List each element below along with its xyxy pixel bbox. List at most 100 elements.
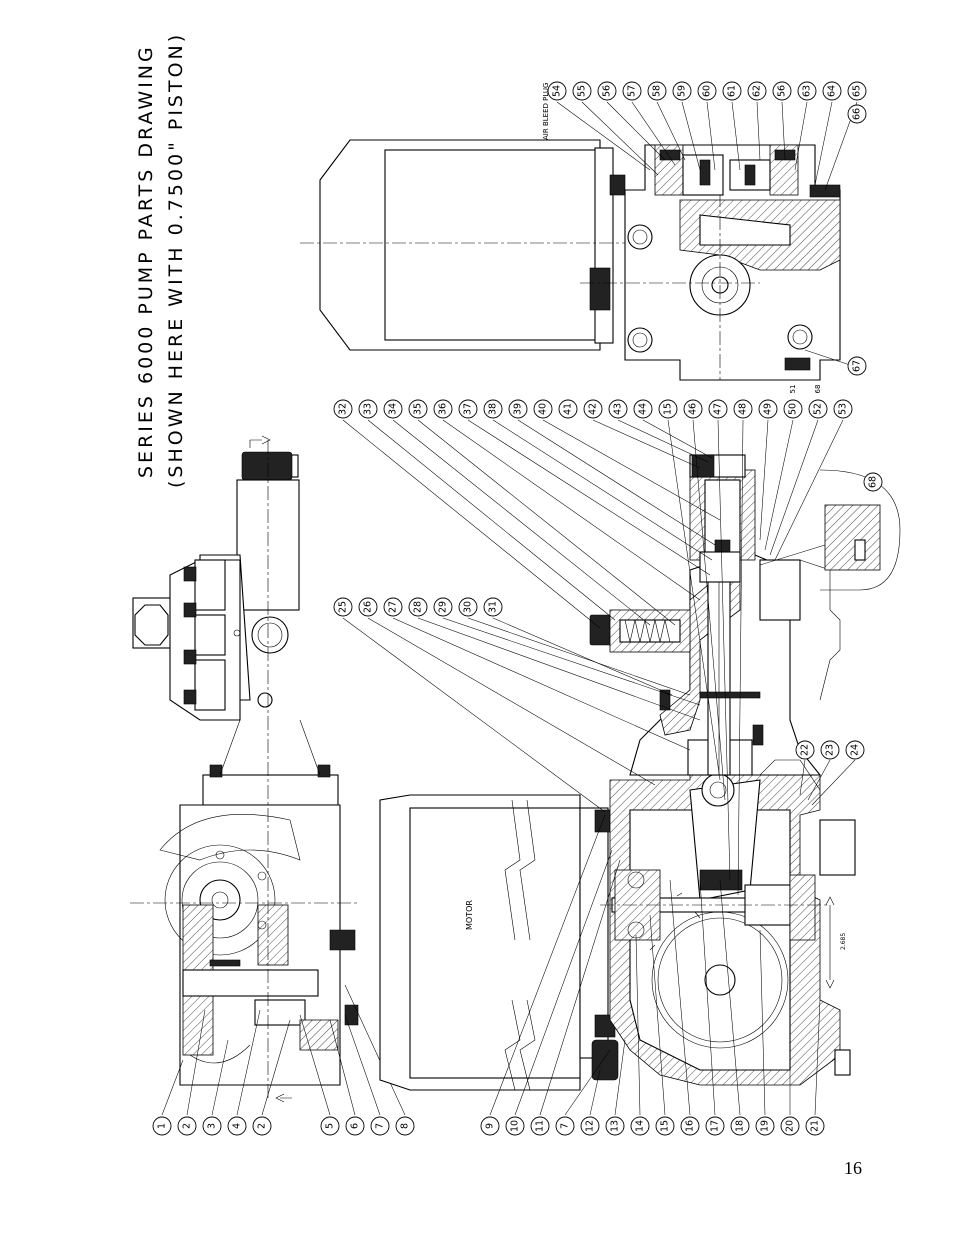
outlet-fitting [241, 451, 293, 481]
callout-53: 53 [833, 399, 853, 419]
callout-3: 3 [202, 1116, 222, 1136]
callout-15b: 15 [658, 399, 678, 419]
callout-10: 10 [505, 1116, 525, 1136]
svg-text:7: 7 [375, 1123, 386, 1129]
pump-section-view: MOTOR 2.685 [379, 454, 901, 1091]
callout-38: 38 [483, 399, 503, 419]
svg-text:24: 24 [850, 744, 861, 756]
svg-text:60: 60 [702, 85, 713, 97]
callout-31: 31 [483, 597, 503, 617]
callout-39: 39 [508, 399, 528, 419]
mounting-flange [202, 774, 339, 806]
svg-text:34: 34 [388, 403, 399, 415]
wrist-pin [701, 773, 735, 807]
svg-text:40: 40 [538, 403, 549, 415]
right-lower-callout: 67 [804, 349, 867, 376]
callout-33: 33 [358, 399, 378, 419]
callout-58: 58 [647, 81, 667, 101]
bottom-row-callouts: 9 10 11 7 12 13 14 15 16 17 18 19 20 21 [480, 814, 825, 1136]
callout-26: 26 [358, 597, 378, 617]
callout-29: 29 [433, 597, 453, 617]
callout-36: 36 [433, 399, 453, 419]
svg-text:29: 29 [438, 601, 449, 613]
svg-text:5: 5 [325, 1123, 336, 1129]
svg-text:7: 7 [560, 1123, 571, 1129]
svg-text:AIR BLEED PLUG: AIR BLEED PLUG [542, 83, 550, 140]
svg-text:21: 21 [810, 1120, 821, 1132]
svg-text:10: 10 [510, 1120, 521, 1132]
callout-65: 65 [847, 81, 867, 101]
callout-18: 18 [730, 1116, 750, 1136]
callout-44: 44 [633, 399, 653, 419]
callout-35: 35 [408, 399, 428, 419]
callout-43: 43 [608, 399, 628, 419]
svg-text:41: 41 [563, 403, 574, 415]
svg-text:17: 17 [710, 1120, 721, 1132]
svg-text:1: 1 [157, 1123, 168, 1129]
callout-15: 15 [655, 1116, 675, 1136]
svg-text:55: 55 [577, 85, 588, 97]
svg-text:2: 2 [182, 1123, 193, 1129]
callout-56b: 56 [772, 81, 792, 101]
svg-text:67: 67 [852, 360, 863, 372]
callout-66: 66 [847, 104, 867, 124]
svg-text:46: 46 [688, 403, 699, 415]
svg-text:54: 54 [552, 85, 563, 97]
svg-text:43: 43 [613, 403, 624, 415]
svg-text:4: 4 [232, 1123, 243, 1129]
callout-2: 2 [177, 1116, 197, 1136]
middle-callouts-row1: 25 26 27 28 29 30 31 [333, 597, 701, 813]
callout-12: 12 [580, 1116, 600, 1136]
left-end-view [130, 435, 360, 1103]
svg-text:57: 57 [627, 85, 638, 97]
svg-text:13: 13 [610, 1120, 621, 1132]
callout-30: 30 [458, 597, 478, 617]
callout-25: 25 [333, 597, 353, 617]
svg-text:15: 15 [660, 1120, 671, 1132]
svg-text:6: 6 [350, 1123, 361, 1129]
svg-text:11: 11 [535, 1120, 546, 1132]
drain-plug [591, 1039, 619, 1081]
svg-text:22: 22 [800, 744, 811, 756]
svg-text:35: 35 [413, 403, 424, 415]
callout-40: 40 [533, 399, 553, 419]
callout-17: 17 [705, 1116, 725, 1136]
callout-41: 41 [558, 399, 578, 419]
svg-text:38: 38 [488, 403, 499, 415]
svg-text:47: 47 [713, 403, 724, 415]
svg-text:65: 65 [852, 85, 863, 97]
callout-55: 55 [572, 81, 592, 101]
callout-2b: 2 [252, 1116, 272, 1136]
svg-text:48: 48 [738, 403, 749, 415]
svg-text:53: 53 [838, 403, 849, 415]
callout-62: 62 [747, 81, 767, 101]
callout-24: 24 [845, 740, 865, 760]
svg-text:33: 33 [363, 403, 374, 415]
callout-47: 47 [708, 399, 728, 419]
callout-61: 61 [722, 81, 742, 101]
svg-text:31: 31 [488, 601, 499, 613]
svg-text:27: 27 [388, 601, 399, 613]
callout-60: 60 [697, 81, 717, 101]
svg-text:42: 42 [588, 403, 599, 415]
callout-11: 11 [530, 1116, 550, 1136]
middle-callouts-row2: 32 33 34 35 36 37 38 39 40 41 42 43 44 1… [333, 385, 853, 896]
callout-1: 1 [152, 1116, 172, 1136]
port-circle [251, 616, 289, 654]
svg-text:68: 68 [814, 385, 822, 394]
motor-label: MOTOR [465, 900, 474, 930]
svg-text:28: 28 [413, 601, 424, 613]
dimension-label: 2.685 [840, 933, 847, 950]
callout-22: 22 [795, 740, 815, 760]
callout-48: 48 [733, 399, 753, 419]
svg-text:32: 32 [338, 403, 349, 415]
svg-text:56: 56 [777, 85, 788, 97]
callout-57: 57 [622, 81, 642, 101]
page-number: 16 [844, 1158, 862, 1178]
svg-text:3: 3 [207, 1123, 218, 1129]
callout-42: 42 [583, 399, 603, 419]
callout-14: 14 [630, 1116, 650, 1136]
svg-text:12: 12 [585, 1120, 596, 1132]
callout-46: 46 [683, 399, 703, 419]
